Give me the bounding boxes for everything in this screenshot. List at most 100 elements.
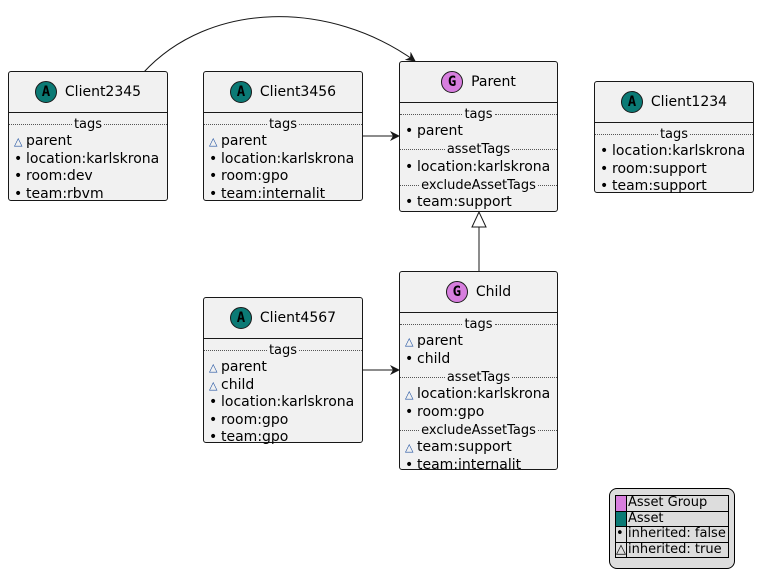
- asset-badge-icon: A: [620, 91, 643, 113]
- bullet-icon: •: [209, 168, 218, 184]
- tag-item: •child: [400, 351, 557, 369]
- triangle-icon: △: [405, 441, 414, 454]
- tag-text: room:dev: [26, 168, 93, 184]
- bullet-icon: •: [209, 394, 218, 410]
- tag-text: room:support: [612, 160, 707, 177]
- section-separator: tags: [400, 105, 557, 123]
- tag-text: team:support: [612, 178, 707, 194]
- class-body: tags•location:karlskrona•room:support•te…: [595, 123, 753, 198]
- asset-group-swatch: [615, 495, 627, 512]
- class-name: Child: [475, 284, 512, 300]
- tag-item: •location:karlskrona: [204, 151, 362, 169]
- tag-item: •location:karlskrona: [595, 143, 753, 161]
- legend-row-asset-group: Asset Group: [615, 495, 729, 512]
- tag-item: •team:rbvm: [9, 186, 167, 204]
- tag-text: room:gpo: [221, 411, 289, 428]
- tag-item: •room:gpo: [204, 168, 362, 186]
- tag-item: •team:gpo: [204, 429, 362, 447]
- class-body: tags△parent△child•location:karlskrona•ro…: [204, 339, 362, 449]
- tag-item: •team:support: [400, 194, 557, 212]
- bullet-icon: •: [14, 150, 23, 167]
- asset-badge-icon: A: [229, 81, 252, 103]
- legend-label: inherited: false: [626, 526, 729, 543]
- section-separator: tags: [9, 115, 167, 133]
- section-title: tags: [268, 342, 298, 358]
- section-separator: assetTags: [400, 368, 557, 386]
- bullet-icon: •: [209, 150, 218, 167]
- class-name: Client4567: [259, 310, 337, 326]
- tag-item: •team:internalit: [204, 186, 362, 204]
- tag-text: room:gpo: [417, 403, 485, 420]
- section-title: excludeAssetTags: [421, 177, 536, 193]
- class-name: Client1234: [650, 94, 728, 110]
- section-separator: excludeAssetTags: [400, 421, 557, 439]
- tag-item: •team:internalit: [400, 457, 557, 475]
- legend-row-asset: Asset: [615, 510, 729, 527]
- tag-text: child: [221, 376, 255, 393]
- legend-table: Asset Group Asset • inherited: false △ i…: [615, 495, 729, 558]
- bullet-icon: •: [600, 178, 609, 194]
- tag-item: △parent: [9, 133, 167, 151]
- tag-text: location:karlskrona: [26, 150, 160, 167]
- tag-text: parent: [417, 123, 463, 139]
- tag-item: △child: [204, 377, 362, 395]
- tag-item: •location:karlskrona: [204, 394, 362, 412]
- section-title: tags: [268, 116, 298, 132]
- legend-row-inherited-true: △ inherited: true: [615, 541, 729, 558]
- section-title: tags: [464, 106, 493, 122]
- triangle-icon: △: [209, 361, 218, 374]
- triangle-icon: △: [14, 135, 23, 148]
- asset-group-badge-icon: G: [445, 281, 468, 303]
- section-separator: tags: [204, 115, 362, 133]
- tag-text: location:karlskrona: [221, 394, 355, 410]
- asset-badge-icon: A: [229, 307, 252, 329]
- section-separator: tags: [400, 315, 557, 333]
- triangle-icon: △: [405, 388, 414, 401]
- tag-text: room:gpo: [221, 168, 289, 184]
- section-title: assetTags: [446, 142, 511, 157]
- edge-client2345-parent: [142, 16, 416, 74]
- bullet-icon: •: [405, 158, 414, 175]
- section-title: excludeAssetTags: [421, 422, 536, 438]
- tag-text: team:support: [417, 439, 512, 455]
- bullet-icon: •: [209, 411, 218, 428]
- bullet-icon: •: [600, 160, 609, 177]
- tag-text: team:internalit: [221, 185, 326, 202]
- tag-text: team:internalit: [417, 456, 522, 473]
- triangle-icon: △: [615, 541, 627, 558]
- legend-label: Asset Group: [626, 495, 729, 512]
- tag-item: •room:gpo: [400, 404, 557, 422]
- section-title: tags: [73, 116, 103, 132]
- section-separator: tags: [595, 125, 753, 143]
- legend-label: inherited: true: [626, 541, 729, 558]
- bullet-icon: •: [209, 185, 218, 202]
- section-title: tags: [659, 126, 689, 142]
- triangle-icon: △: [405, 335, 414, 348]
- tag-text: child: [417, 350, 451, 367]
- tag-item: •parent: [400, 123, 557, 141]
- tag-text: parent: [221, 133, 267, 149]
- tag-text: parent: [221, 359, 267, 375]
- tag-text: parent: [26, 133, 72, 149]
- tag-item: △location:karlskrona: [400, 386, 557, 404]
- asset-swatch: [615, 510, 627, 527]
- tag-text: parent: [417, 333, 463, 349]
- triangle-icon: △: [209, 378, 218, 392]
- legend: Asset Group Asset • inherited: false △ i…: [609, 488, 735, 569]
- tag-item: •room:dev: [9, 168, 167, 186]
- tag-item: •team:support: [595, 178, 753, 196]
- tag-item: •location:karlskrona: [400, 159, 557, 177]
- tag-item: △parent: [204, 133, 362, 151]
- section-separator: assetTags: [400, 141, 557, 159]
- tag-text: location:karlskrona: [417, 158, 551, 175]
- tag-item: △parent: [400, 333, 557, 351]
